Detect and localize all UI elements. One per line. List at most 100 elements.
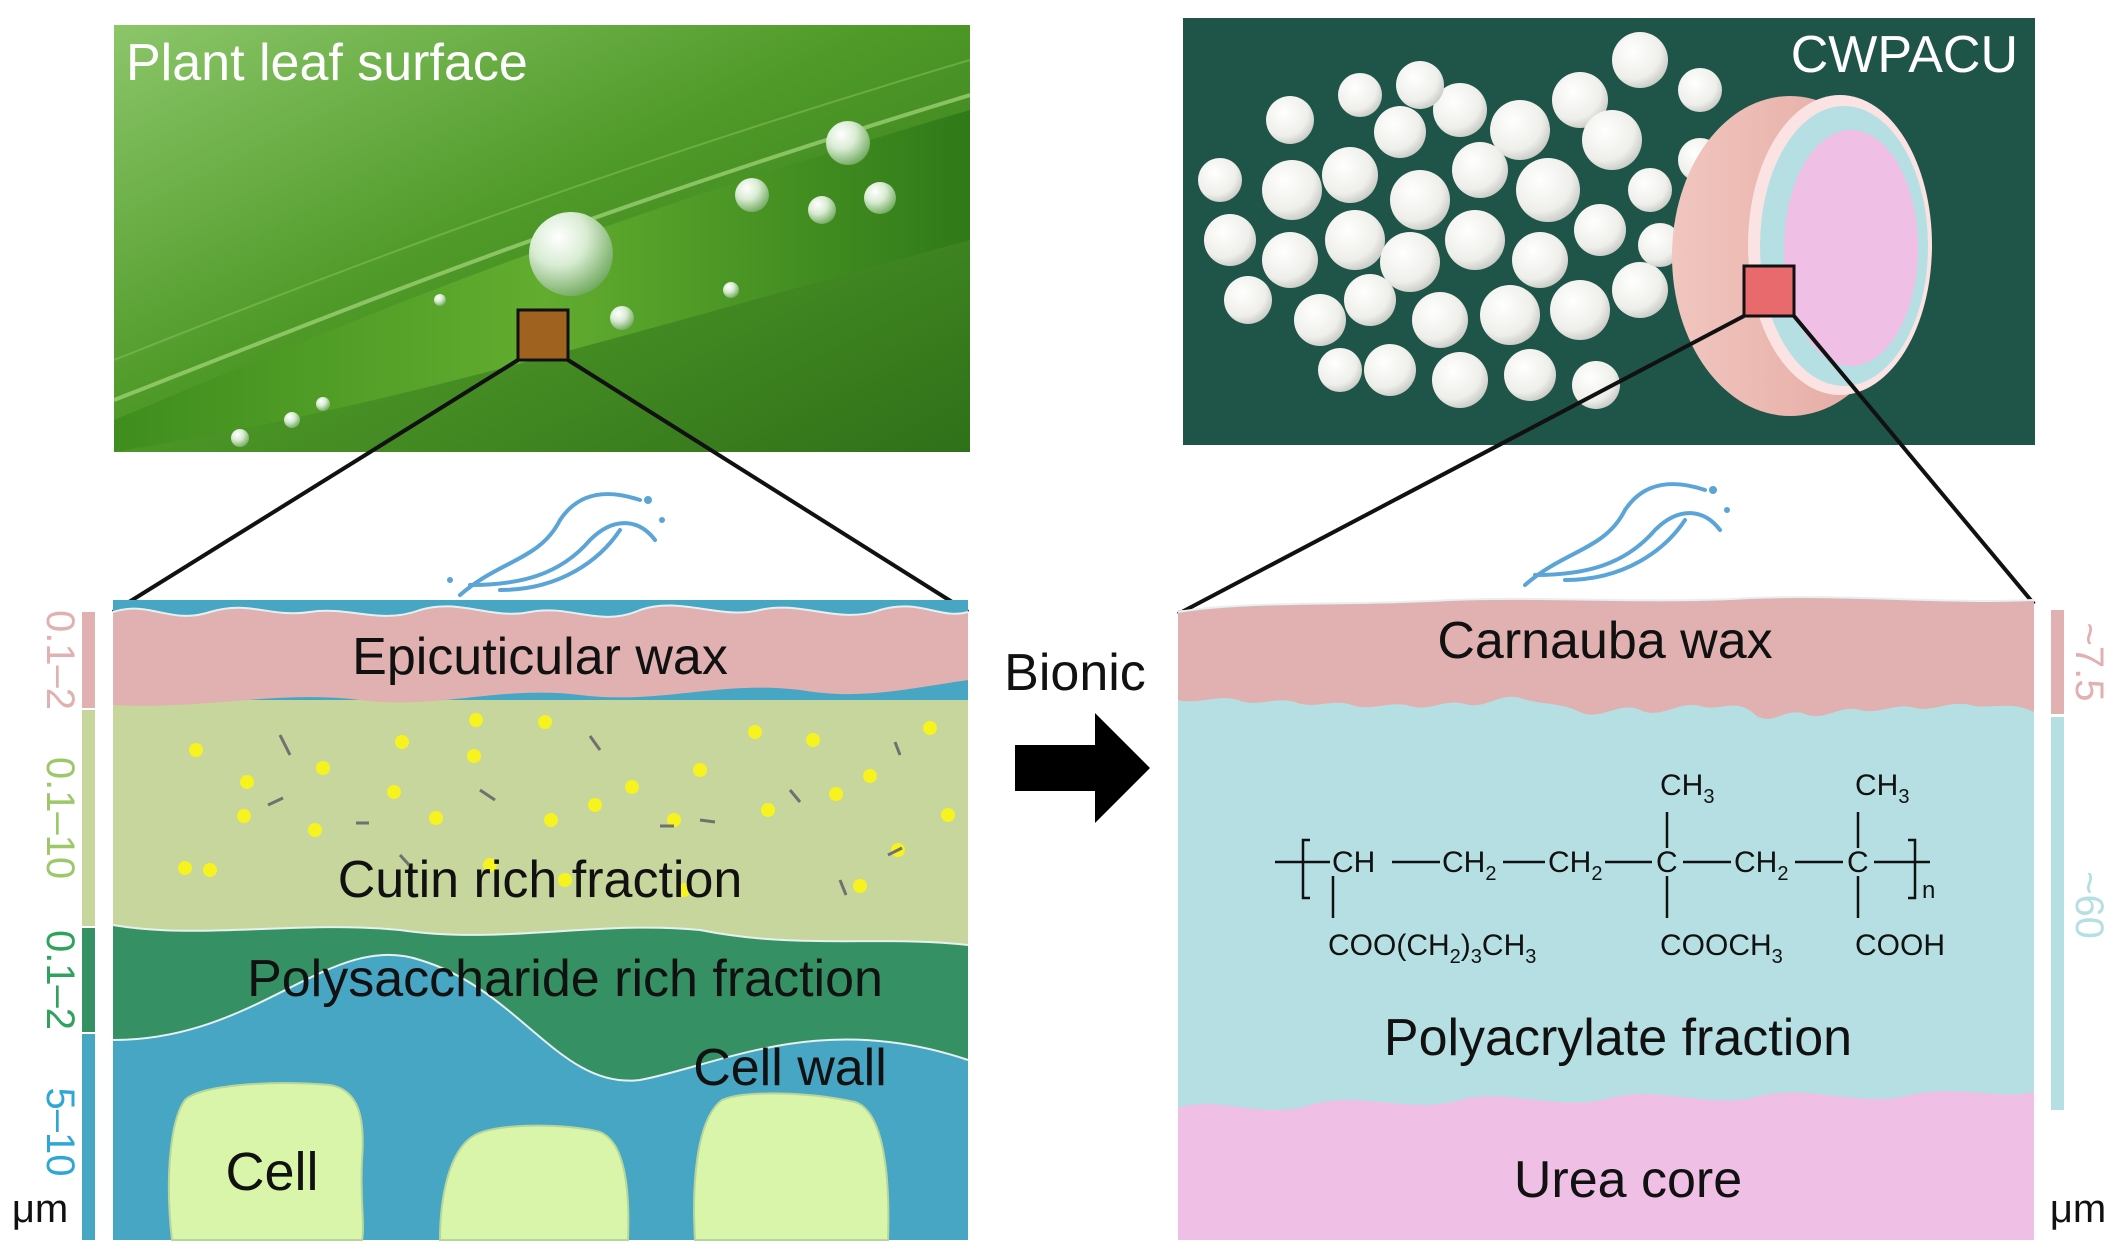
urea-granule	[1512, 232, 1568, 288]
carboxyl-group: COOH	[1855, 929, 1945, 962]
urea-granule	[1550, 280, 1610, 340]
urea-granule	[1504, 349, 1556, 401]
leaf-zoom-box	[516, 308, 570, 362]
urea-granule	[1612, 32, 1668, 88]
urea-granule	[1638, 223, 1682, 267]
urea-granule	[1374, 106, 1426, 158]
polyacrylate-label: Polyacrylate fraction	[1384, 1009, 1852, 1067]
cell	[167, 1082, 364, 1241]
water-splash-icon	[447, 492, 665, 597]
urea-granule	[1445, 210, 1505, 270]
methyl-a: CH	[1660, 769, 1703, 802]
cutin-fiber	[699, 818, 716, 824]
coated-granule-cross-section	[1672, 95, 1932, 416]
urea-granule	[1582, 110, 1642, 170]
carnauba-wax-label: Carnauba wax	[1437, 612, 1772, 670]
urea-granule	[1338, 73, 1382, 117]
cutin-particles	[178, 713, 955, 897]
urea-granule	[1433, 83, 1487, 137]
leaf-photo-label: Plant leaf surface	[126, 34, 528, 92]
urea-granule	[1490, 100, 1550, 160]
chain-ch2-a: CH	[1442, 846, 1485, 879]
urea-granule	[1390, 170, 1450, 230]
coating-cross-section	[1177, 482, 2035, 1240]
cutin-fiber	[588, 735, 602, 751]
cutin-fiber	[267, 796, 284, 807]
urea-granule	[1262, 160, 1322, 220]
polyacrylate-structural-formula: CH CH2 CH2 C CH2 C n CH3 CH3 COO(CH2)3CH…	[1275, 769, 1945, 968]
cutin-particle	[308, 823, 322, 837]
chain-ch: CH	[1332, 846, 1375, 879]
chain-c-b: C	[1847, 846, 1869, 879]
cutin-particle	[923, 721, 937, 735]
cutin-particle	[316, 761, 330, 775]
urea-granule	[1344, 274, 1396, 326]
svg-text:COOCH3: COOCH3	[1660, 929, 1783, 968]
scale-cell-wall: 5–10	[38, 1088, 82, 1177]
cutin-particle	[203, 863, 217, 877]
cutin-particle	[667, 813, 681, 827]
chain-ch2-b: CH	[1548, 846, 1591, 879]
svg-text:CH2: CH2	[1734, 846, 1788, 885]
scale-unit-right: μm	[2050, 1187, 2106, 1231]
urea-granule	[1266, 96, 1314, 144]
granule-zoom-box	[1742, 264, 1796, 318]
cell-wall-label: Cell wall	[693, 1039, 887, 1097]
zoom-line-right-b	[1792, 314, 2036, 606]
urea-granule	[1552, 72, 1608, 128]
leaf-photo	[114, 25, 970, 452]
svg-text:CH3: CH3	[1660, 769, 1714, 808]
urea-granule	[1396, 61, 1444, 109]
urea-granule	[1380, 232, 1440, 292]
urea-granule	[1322, 147, 1378, 203]
bionic-label: Bionic	[1004, 644, 1146, 702]
chain-c-a: C	[1656, 846, 1678, 879]
cutin-particle	[387, 785, 401, 799]
urea-granule	[1318, 348, 1362, 392]
water-droplet	[529, 212, 613, 296]
cutin-fiber	[838, 879, 848, 896]
svg-text:CH: CH	[1332, 846, 1375, 879]
urea-granule	[1198, 158, 1242, 202]
urea-granule	[1480, 285, 1540, 345]
urea-granule	[1432, 352, 1488, 408]
cutin-particle	[395, 735, 409, 749]
zoom-line-right-a	[1177, 314, 1745, 616]
scale-unit-left: μm	[12, 1187, 68, 1231]
wax-label: Epicuticular wax	[352, 628, 728, 686]
scale-polyacrylate: ~60	[2067, 871, 2111, 939]
methyl-b: CH	[1855, 769, 1898, 802]
cutin-particle	[237, 809, 251, 823]
cutin-particle	[178, 861, 192, 875]
cutin-particle	[429, 811, 443, 825]
methyl-ester-group: COOCH	[1660, 929, 1772, 962]
cutin-particle	[677, 883, 691, 897]
urea-granule	[1262, 232, 1318, 288]
cutin-layer	[113, 700, 968, 945]
svg-text:COO(CH2)3CH3: COO(CH2)3CH3	[1328, 929, 1536, 968]
cutin-particle	[240, 775, 254, 789]
scale-polysaccharide: 0.1–2	[38, 930, 82, 1030]
urea-granule	[1612, 262, 1668, 318]
cutin-particle	[941, 808, 955, 822]
svg-text:CH2: CH2	[1442, 846, 1496, 885]
scale-carnauba: ~7.5	[2067, 623, 2111, 702]
carnauba-wax-layer	[1178, 597, 2034, 719]
chain-ch2-c: CH	[1734, 846, 1777, 879]
cutin-particle	[863, 769, 877, 783]
right-arrow-icon	[1015, 713, 1150, 823]
cell-label: Cell	[225, 1142, 318, 1202]
cutin-particle	[761, 803, 775, 817]
cutin-particle	[853, 879, 867, 893]
urea-core-layer	[1178, 1091, 2034, 1240]
cutin-fiber	[887, 846, 903, 857]
scale-cutin: 0.1–10	[38, 757, 82, 879]
polysaccharide-label: Polysaccharide rich fraction	[247, 950, 883, 1008]
cutin-fiber	[479, 788, 496, 802]
cell	[693, 1092, 890, 1241]
repeat-n: n	[1922, 877, 1935, 904]
cutin-particle	[469, 713, 483, 727]
leaf-scale-bar	[82, 612, 95, 1240]
urea-granule	[1628, 168, 1672, 212]
